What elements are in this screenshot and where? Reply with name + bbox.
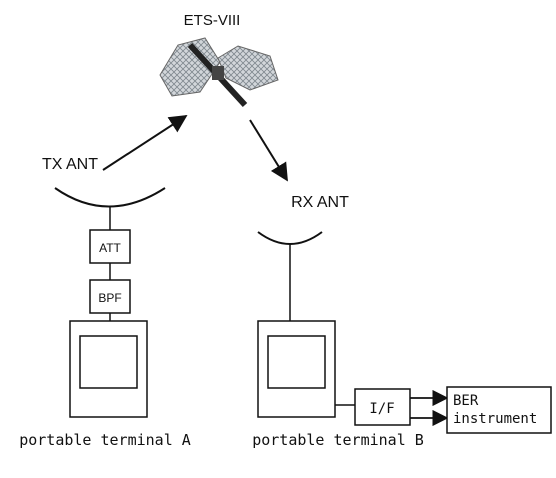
att-block [89, 229, 131, 264]
satellite-icon [159, 37, 279, 108]
uplink-arrow [102, 115, 188, 171]
tx-antenna-dish [54, 187, 166, 208]
rx-antenna-dish [257, 231, 323, 245]
terminal-a-label: portable terminal A [19, 431, 191, 449]
tx-antenna-label: TX ANT [42, 156, 98, 173]
terminal-a-screen [79, 335, 138, 389]
bpf-label: BPF [98, 291, 121, 305]
if-label: I/F [369, 401, 394, 417]
terminal-b-label: portable terminal B [252, 431, 424, 449]
bpf-block [89, 279, 131, 314]
terminal-b-screen [267, 335, 326, 389]
ber-instrument-block [446, 386, 552, 434]
att-label: ATT [99, 241, 121, 255]
ber-label-line1: BER [453, 393, 479, 409]
rx-antenna-label: RX ANT [291, 194, 349, 211]
satellite-label: ETS-VIII [184, 12, 241, 29]
ber-label-line2: instrument [453, 411, 537, 427]
downlink-arrow [249, 119, 288, 182]
if-block [354, 388, 411, 426]
